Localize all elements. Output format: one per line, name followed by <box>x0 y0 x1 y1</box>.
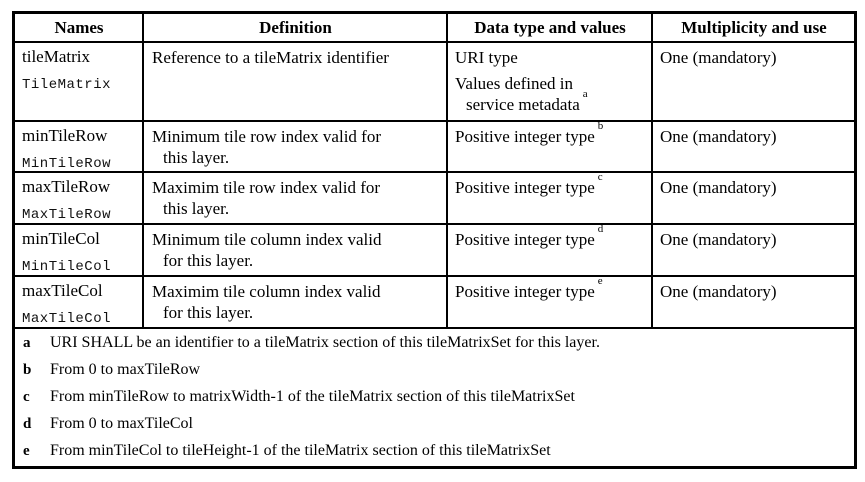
footnote: a URI SHALL be an identifier to a tileMa… <box>23 334 846 361</box>
definition-cell: Maximim tile column index valid for this… <box>144 277 448 327</box>
definition-line: Minimum tile row index valid for <box>152 127 381 146</box>
definition-line: Minimum tile column index valid <box>152 230 382 249</box>
table-row: maxTileRow MaxTileRow Maximim tile row i… <box>15 173 854 225</box>
names-cell: maxTileCol MaxTileCol <box>15 277 144 327</box>
footnote-text: From minTileCol to tileHeight-1 of the t… <box>50 442 551 459</box>
element-name: maxTileCol <box>22 281 103 300</box>
multiplicity-cell: One (mandatory) <box>660 282 777 301</box>
footnote-letter: a <box>23 335 31 351</box>
names-cell: tileMatrix TileMatrix <box>15 43 144 120</box>
multiplicity-cell: One (mandatory) <box>660 230 777 249</box>
table-row: maxTileCol MaxTileCol Maximim tile colum… <box>15 277 854 329</box>
footnote-text: From 0 to maxTileRow <box>50 361 201 378</box>
element-name: minTileCol <box>22 229 100 248</box>
datatype-cell: URI type Values defined in service metad… <box>448 43 653 120</box>
datatype-line: Values defined in <box>455 74 574 93</box>
definition-line: this layer. <box>163 148 230 167</box>
footnote-ref: a <box>582 88 588 101</box>
names-cell: minTileRow MinTileRow <box>15 122 144 171</box>
datatype-line-text: service metadata <box>466 95 580 114</box>
datatype-line: Positive integer typed <box>455 225 645 250</box>
definition-cell: Minimum tile row index valid for this la… <box>144 122 448 171</box>
footnote: c From minTileRow to matrixWidth-1 of th… <box>23 388 846 415</box>
element-code: MinTileRow <box>22 156 112 171</box>
definition-cell: Minimum tile column index valid for this… <box>144 225 448 275</box>
footnote-ref: d <box>597 225 604 236</box>
footnote-letter: b <box>23 362 32 378</box>
datatype-cell: Positive integer typed <box>448 225 653 275</box>
datatype-line-text: Positive integer type <box>455 178 595 197</box>
datatype-line-text: Positive integer type <box>455 127 595 146</box>
definition-line: for this layer. <box>163 251 254 270</box>
datatype-cell: Positive integer typee <box>448 277 653 327</box>
element-code: MinTileCol <box>22 259 112 275</box>
table-row: minTileRow MinTileRow Minimum tile row i… <box>15 122 854 173</box>
header-multiplicity: Multiplicity and use <box>681 18 827 37</box>
definition-cell: Maximim tile row index valid for this la… <box>144 173 448 223</box>
definition-line: Maximim tile column index valid <box>152 282 381 301</box>
datatype-values: Values defined in service metadataa <box>455 73 645 115</box>
element-code: MaxTileRow <box>22 207 112 223</box>
footnote-ref: c <box>597 173 603 184</box>
header-definition: Definition <box>144 14 448 41</box>
datatype-line: service metadataa <box>455 89 645 115</box>
footnote-ref: e <box>597 277 603 288</box>
element-name: tileMatrix <box>22 47 90 66</box>
datatype-line: Positive integer typec <box>455 173 645 198</box>
footnote: b From 0 to maxTileRow <box>23 361 846 388</box>
definition-line: this layer. <box>163 199 230 218</box>
datatype-line: URI type <box>455 48 518 67</box>
footnote-text: From 0 to maxTileCol <box>50 415 193 432</box>
element-code: MaxTileCol <box>22 311 112 327</box>
datatype-line: Positive integer typeb <box>455 122 645 147</box>
multiplicity-cell: One (mandatory) <box>660 178 777 197</box>
datatype-cell: Positive integer typec <box>448 173 653 223</box>
names-cell: maxTileRow MaxTileRow <box>15 173 144 223</box>
element-name: maxTileRow <box>22 177 111 196</box>
definition-cell: Reference to a tileMatrix identifier <box>144 43 448 120</box>
table-row: minTileCol MinTileCol Minimum tile colum… <box>15 225 854 277</box>
header-datatype: Data type and values <box>448 14 653 41</box>
footnote-letter: d <box>23 416 32 432</box>
table-header-row: Names Definition Data type and values Mu… <box>15 14 854 43</box>
definition-line: Reference to a tileMatrix identifier <box>152 48 389 67</box>
definition-line: for this layer. <box>163 303 254 322</box>
definition-line: Maximim tile row index valid for <box>152 178 381 197</box>
footnote: d From 0 to maxTileCol <box>23 415 846 442</box>
spec-table: Names Definition Data type and values Mu… <box>12 11 857 469</box>
element-code: TileMatrix <box>22 77 112 93</box>
datatype-line: Positive integer typee <box>455 277 645 302</box>
names-cell: minTileCol MinTileCol <box>15 225 144 275</box>
table-footnotes: a URI SHALL be an identifier to a tileMa… <box>15 329 854 469</box>
table-row: tileMatrix TileMatrix Reference to a til… <box>15 43 854 122</box>
footnote-ref: b <box>597 122 604 133</box>
datatype-line-text: Positive integer type <box>455 282 595 301</box>
datatype-line-text: Positive integer type <box>455 230 595 249</box>
datatype-cell: Positive integer typeb <box>448 122 653 171</box>
header-names: Names <box>15 14 144 41</box>
footnote-text: URI SHALL be an identifier to a tileMatr… <box>50 334 600 351</box>
multiplicity-cell: One (mandatory) <box>660 127 777 146</box>
multiplicity-cell: One (mandatory) <box>660 48 777 67</box>
element-name: minTileRow <box>22 126 108 145</box>
footnote-letter: e <box>23 443 30 459</box>
footnote-text: From minTileRow to matrixWidth-1 of the … <box>50 388 575 405</box>
footnote: e From minTileCol to tileHeight-1 of the… <box>23 442 846 469</box>
footnote-letter: c <box>23 389 30 405</box>
